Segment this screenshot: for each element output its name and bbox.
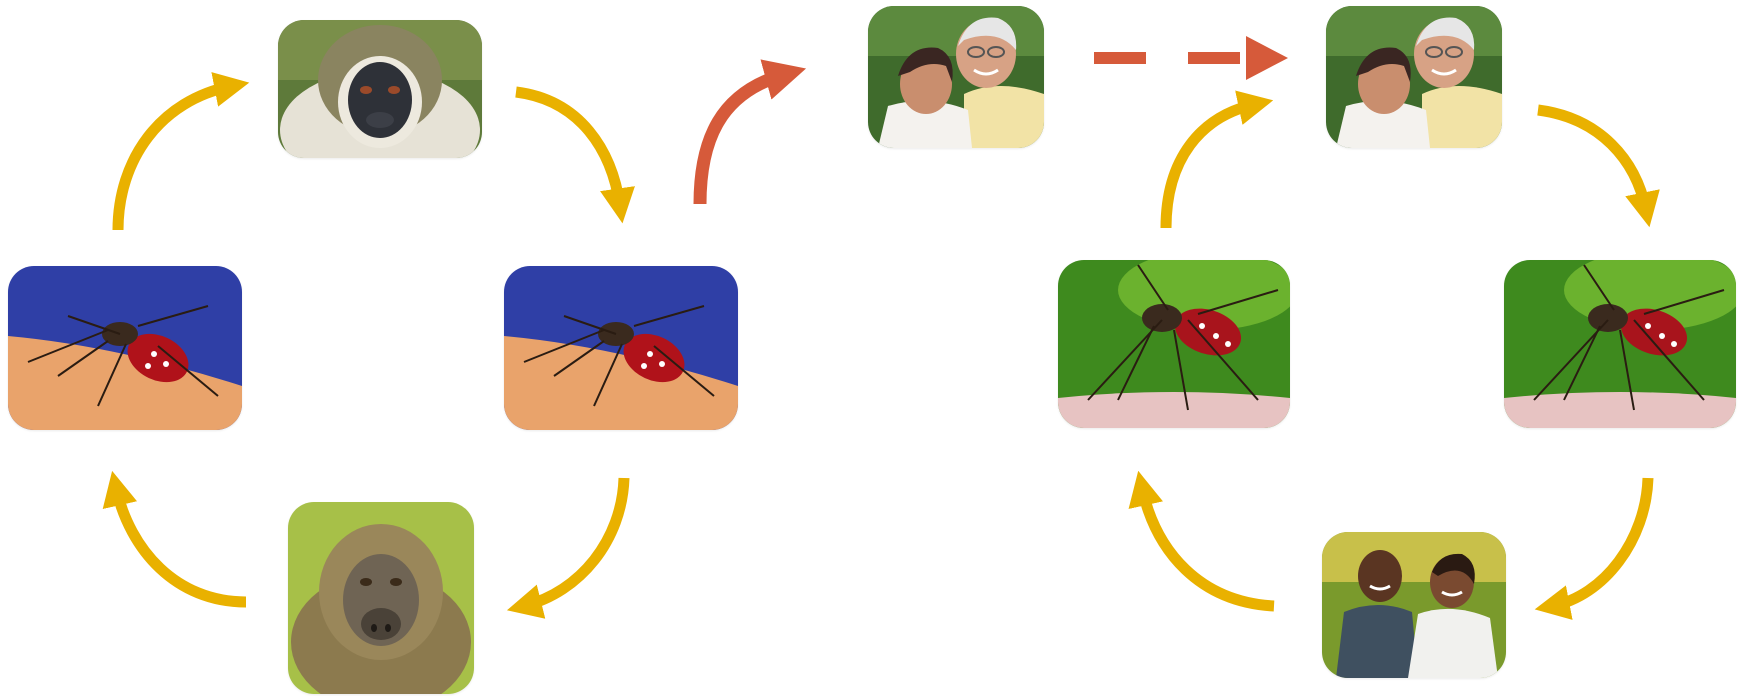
aedes-aegypti-mosquito-photo-right [1504,260,1736,428]
aedes-aegypti-mosquito-photo-left [1058,260,1290,428]
young-couple-photo [1322,532,1506,678]
vervet-monkey-photo [278,20,482,158]
aedes-mosquito-photo-right [504,266,738,430]
aedes-mosquito-photo-left [8,266,242,430]
elderly-couple-photo-spillover [868,6,1044,148]
baboon-photo [288,502,474,694]
elderly-couple-photo [1326,6,1502,148]
